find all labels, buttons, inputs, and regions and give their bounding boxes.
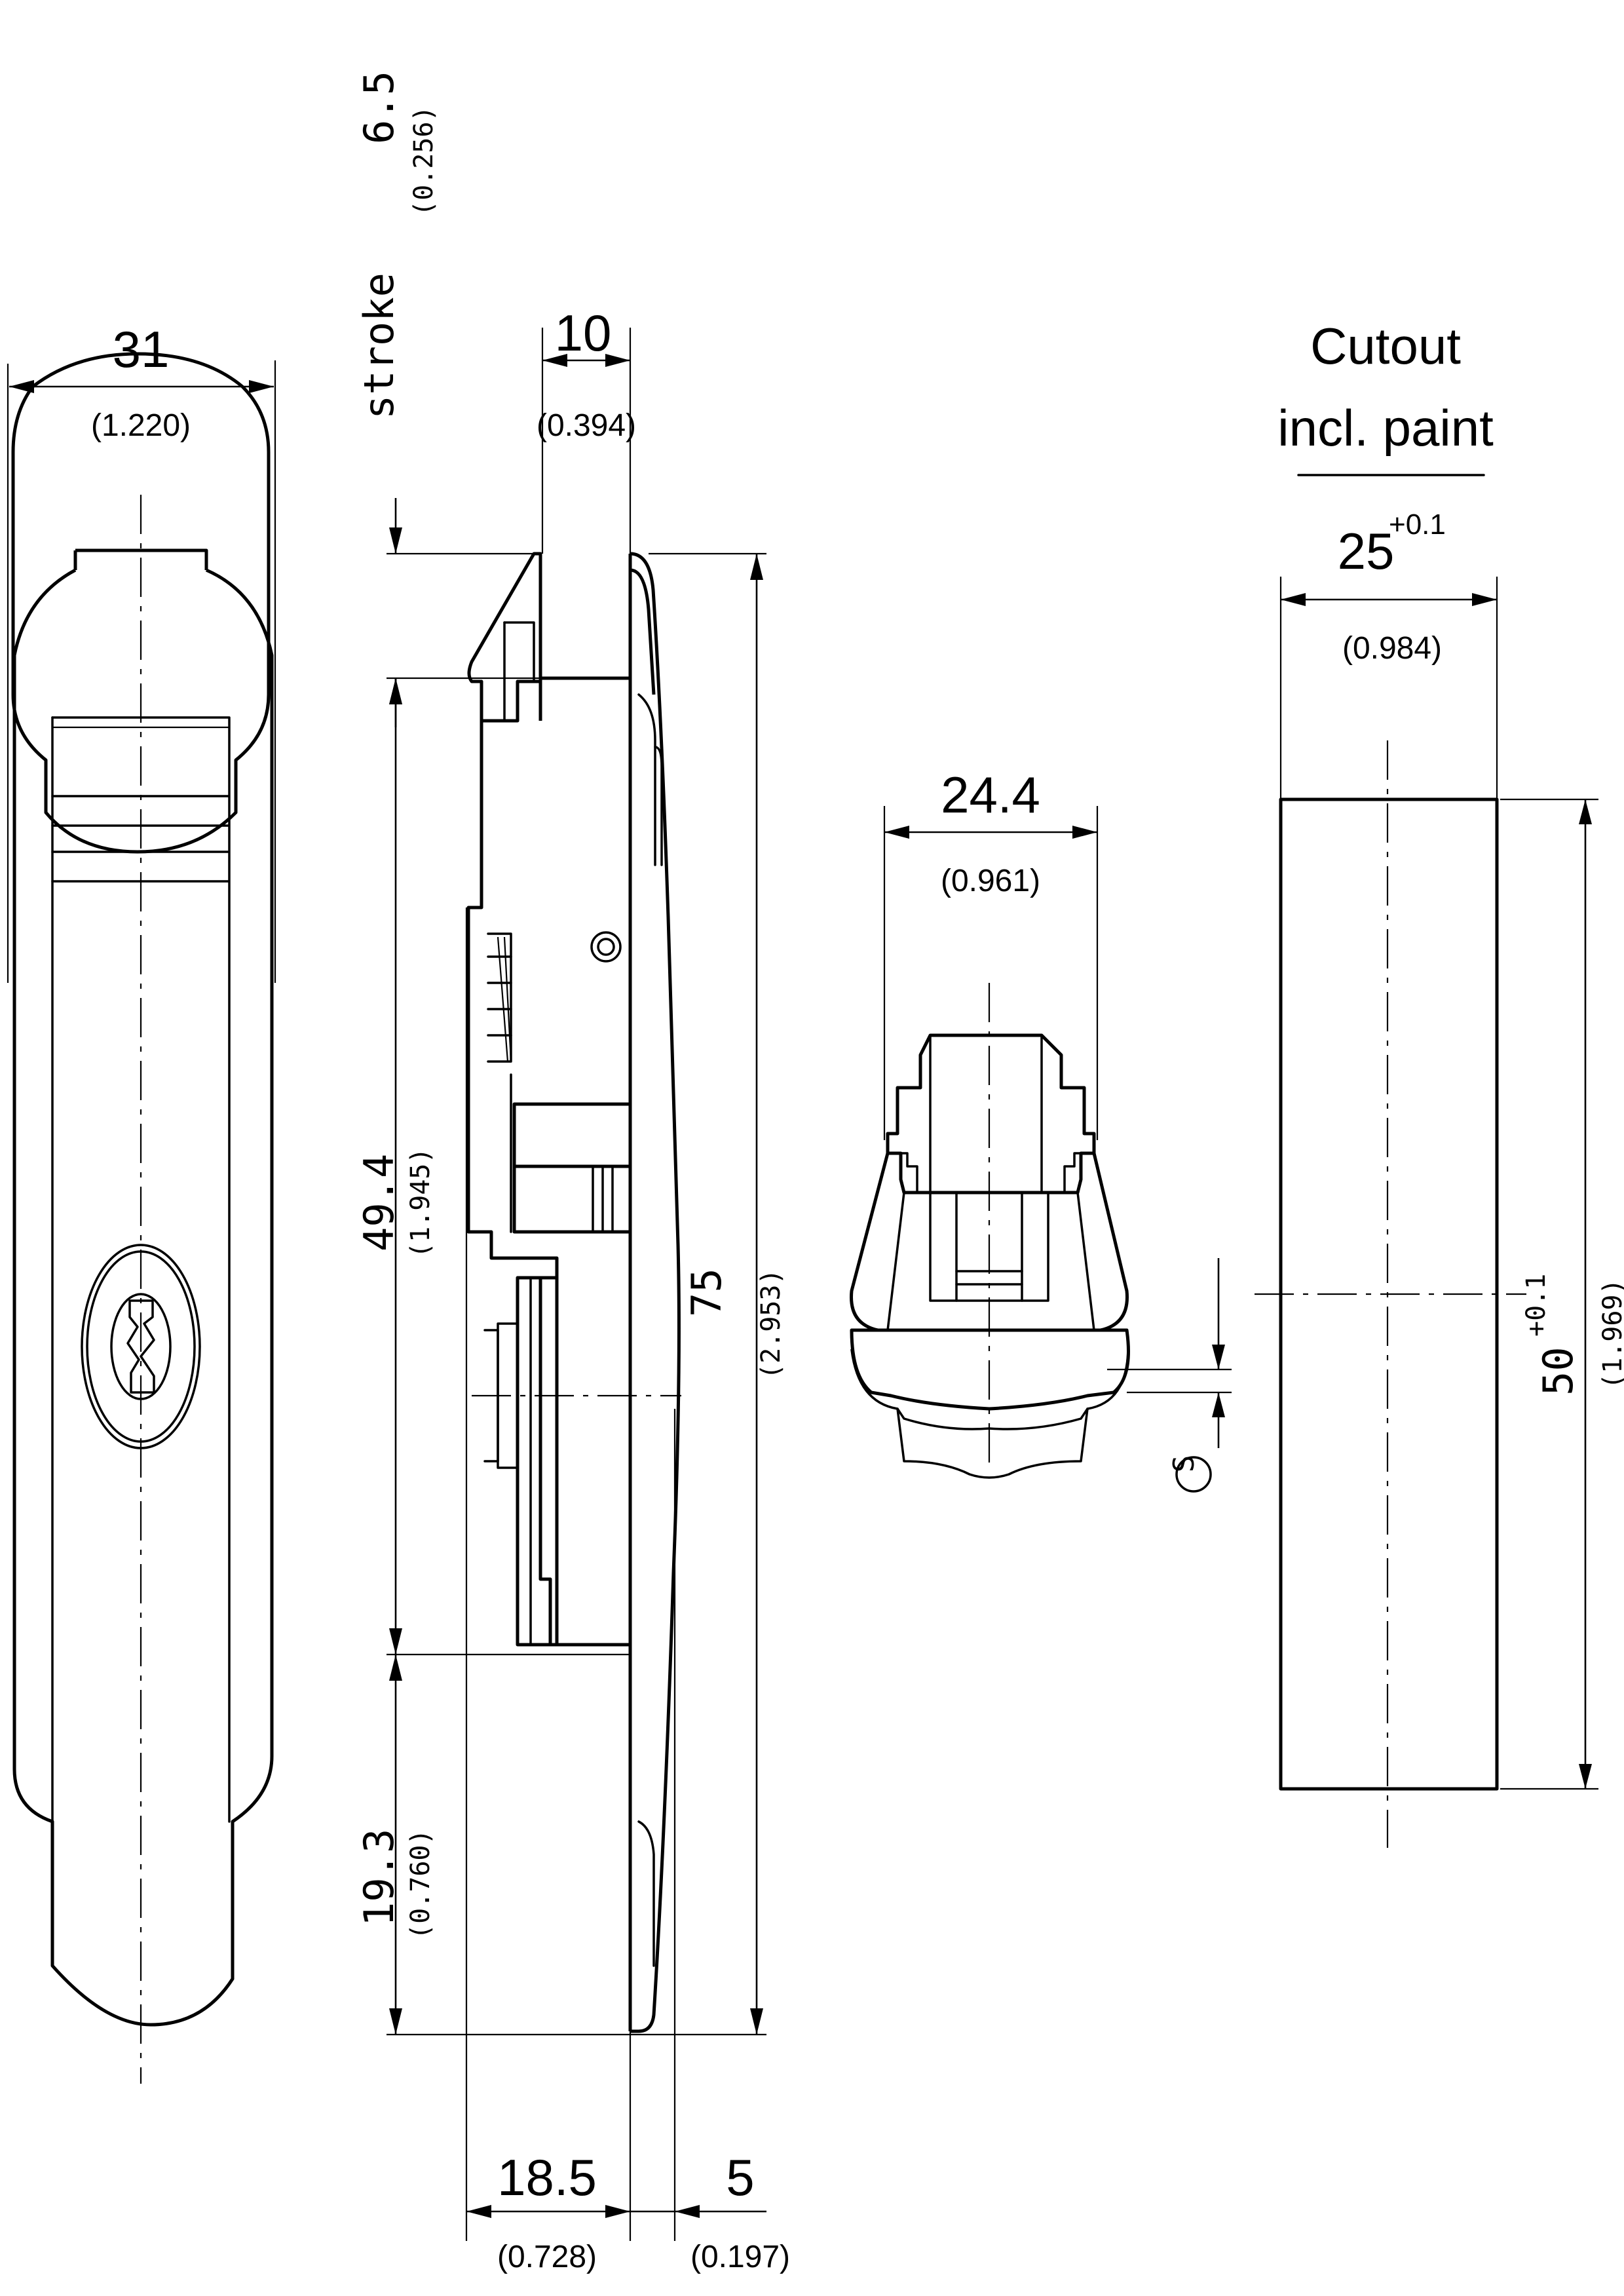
dim-stroke-label: stroke	[355, 273, 403, 419]
cutout-width-tol: +0.1	[1389, 508, 1446, 541]
dim-top-view-width: 24.4 (0.961)	[883, 766, 1099, 1140]
dim-top-view-width-value: 24.4	[941, 766, 1040, 824]
cutout-title-line1: Cutout	[1310, 317, 1461, 375]
dim-width-front-inch: (1.220)	[91, 408, 191, 443]
top-view	[850, 983, 1130, 1479]
dim-upper-height-inch: (1.945)	[406, 1147, 436, 1258]
dim-flange-depth-inch: (0.197)	[690, 2240, 790, 2274]
cutout-height-tol: +0.1	[1521, 1274, 1551, 1337]
dim-upper-height: 49.4 (1.945)	[355, 1147, 436, 1258]
dim-lower-height-inch: (0.760)	[406, 1829, 436, 1940]
cutout-title-line2: incl. paint	[1277, 399, 1494, 457]
dim-body-depth-value: 18.5	[497, 2149, 597, 2206]
dim-flange-depth-value: 5	[726, 2149, 754, 2206]
cutout-width-inch: (0.984)	[1342, 631, 1442, 666]
dim-width-front-value: 31	[113, 320, 170, 378]
dim-thickness: S	[1107, 1258, 1232, 1493]
cutout-height-value: 50	[1534, 1347, 1582, 1396]
dim-lower-height: 19.3 (0.760)	[355, 1829, 436, 1940]
dim-width-front: 31 (1.220)	[7, 320, 276, 983]
cutout-view: Cutout incl. paint 25 +0.1 (0.984) 50 +0…	[1255, 317, 1624, 1848]
dim-total-height-inch: (2.953)	[756, 1269, 786, 1379]
dim-stroke-value: 6.5	[355, 71, 403, 144]
side-dimensions	[387, 328, 766, 2241]
dim-depth-top-value: 10	[555, 304, 612, 362]
thickness-symbol: S	[1167, 1455, 1201, 1473]
dim-total-height: 75 (2.953)	[683, 1268, 786, 1379]
dim-total-height-value: 75	[683, 1268, 730, 1317]
cutout-height-inch: (1.969)	[1598, 1278, 1624, 1389]
dim-depth-top-inch: (0.394)	[537, 408, 636, 443]
dim-upper-height-value: 49.4	[355, 1154, 403, 1252]
dim-top-view-width-inch: (0.961)	[941, 864, 1040, 898]
dim-stroke: stroke 6.5 (0.256)	[355, 71, 439, 419]
dim-lower-height-value: 19.3	[355, 1829, 403, 1926]
dim-stroke-inch: (0.256)	[409, 105, 439, 216]
cutout-width-value: 25	[1338, 522, 1395, 580]
front-view	[11, 352, 274, 2084]
dim-body-depth-inch: (0.728)	[497, 2240, 597, 2274]
side-view	[466, 552, 681, 2033]
